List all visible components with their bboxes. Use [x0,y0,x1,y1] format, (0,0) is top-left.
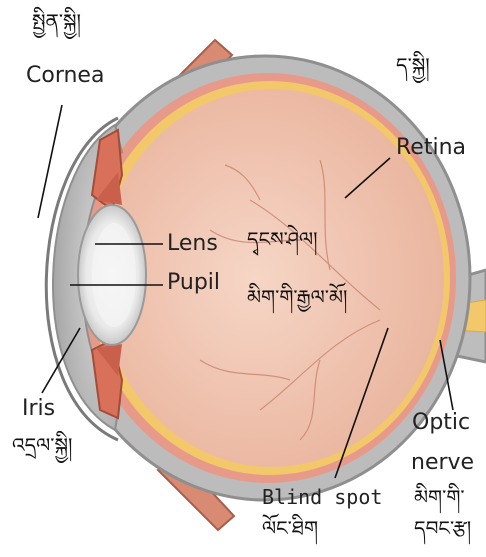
nerve-label: nerve [411,451,474,475]
retina-label: Retina [396,136,466,160]
lens-label: Lens [167,232,218,256]
optic-nerve-tibetan-label-2: དབང་རྩ། [414,517,471,539]
iris-tibetan-label: འདྲལ་སྐྱི། [12,434,72,456]
vitreous-body [100,89,444,467]
cornea-tibetan-label: སྤྱིན་སྐྱི། [32,10,81,32]
blind-spot-label: Blind spot [262,486,382,508]
retina-tibetan-label: ད་སྐྱི། [396,54,430,76]
iris-label: Iris [22,397,55,421]
blind-spot-tibetan-label: ལོང་ཐིག [262,517,318,539]
cornea-label: Cornea [26,64,104,88]
pupil-label: Pupil [167,271,220,295]
pupil-tibetan-label: མིག་གི་རྒྱལ་མོ། [247,286,347,308]
lens-tibetan-label: དྭངས་ཤེལ། [247,228,318,250]
optic-nerve-tibetan-label-1: མིག་གི་ [414,486,465,508]
optic-label: Optic [412,411,470,435]
lens-inner [92,223,136,327]
